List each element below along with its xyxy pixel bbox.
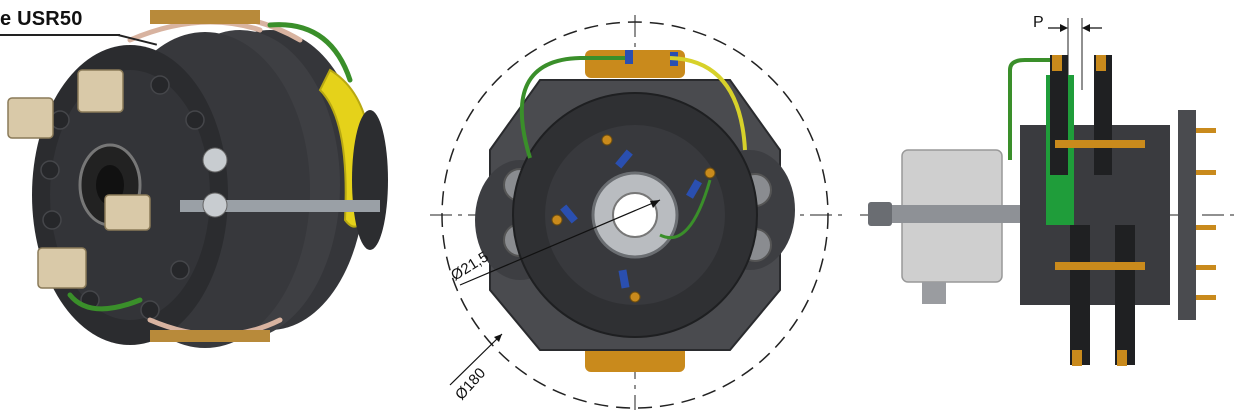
side-view-drawing <box>860 18 1234 366</box>
isometric-view: e USR50 <box>0 0 400 414</box>
product-title: e USR50 <box>0 8 83 30</box>
title-underline <box>0 34 120 36</box>
pitch-label: P <box>1033 14 1044 31</box>
front-view-drawing <box>430 15 845 410</box>
slip-ring-3d-render <box>7 10 388 348</box>
side-view: P <box>860 0 1234 414</box>
front-view: Ø21,5 Ø180 <box>420 0 860 414</box>
